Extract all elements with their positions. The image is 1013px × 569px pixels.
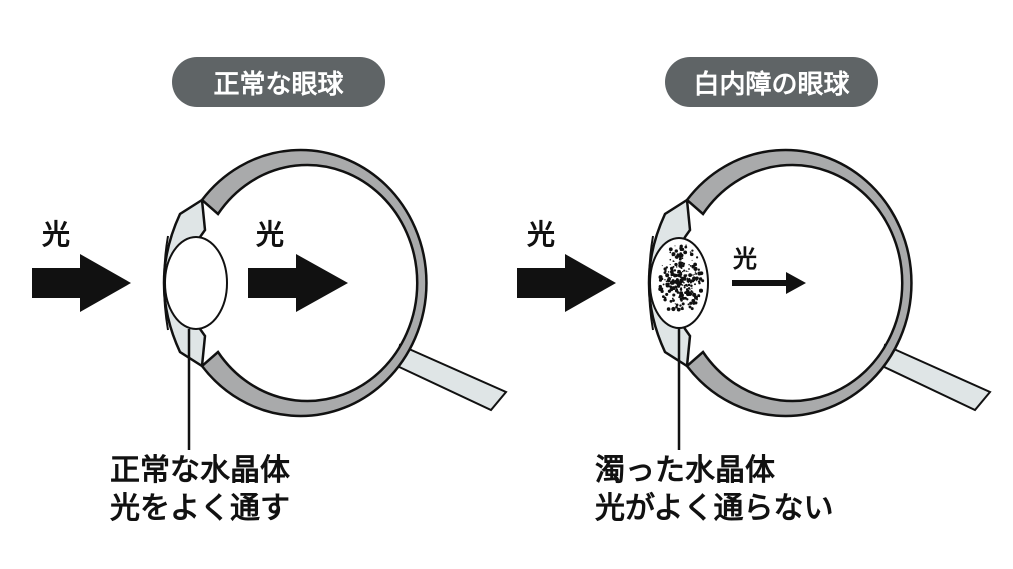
cataract-eye-title: 白内障の眼球: [665, 57, 878, 107]
clear-lens: [164, 236, 228, 330]
light-arrow-outside: [32, 254, 131, 312]
lens-opacity: [658, 244, 705, 312]
cataract-eyeball: [647, 148, 992, 418]
optic-nerve: [878, 343, 992, 412]
normal-lens-caption: 正常な水晶体 光をよく通す: [110, 452, 290, 528]
caption-line-1: 濁った水晶体: [595, 453, 775, 488]
caption-line-2: 光をよく通す: [110, 491, 290, 526]
light-arrow-inside: [248, 254, 348, 312]
cataract-eye-title-text: 白内障の眼球: [693, 69, 850, 100]
normal-eye-title-text: 正常な眼球: [213, 69, 344, 100]
normal-eyeball: [162, 148, 508, 418]
normal-eye-title: 正常な眼球: [172, 57, 385, 107]
light-label-outside: 光: [41, 218, 70, 251]
light-label-inside: 光: [255, 218, 284, 251]
light-label-inside: 光: [732, 245, 757, 273]
light-label-outside: 光: [526, 218, 555, 251]
caption-line-2: 光がよく通らない: [595, 491, 834, 526]
light-arrow-outside: [517, 254, 616, 312]
optic-nerve: [393, 343, 508, 412]
caption-line-1: 正常な水晶体: [110, 453, 290, 488]
cloudy-lens-caption: 濁った水晶体 光がよく通らない: [595, 452, 834, 528]
light-arrow-inside-weak: [732, 272, 806, 294]
